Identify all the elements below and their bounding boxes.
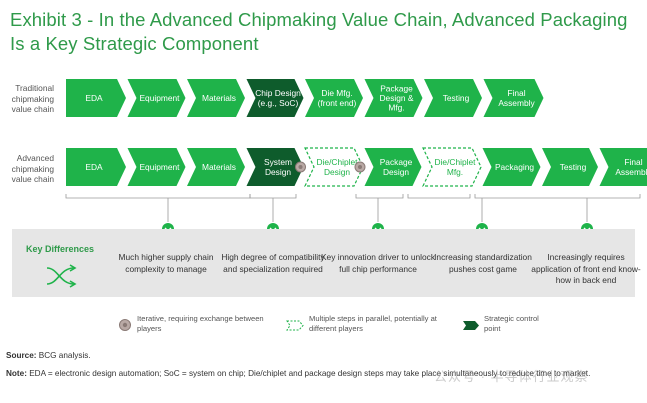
legend-parallel-text: Multiple steps in parallel, potentially … <box>309 314 437 333</box>
dark-chevron-icon <box>463 321 479 330</box>
step-label: Materials <box>202 93 236 103</box>
iteration-circle-center <box>358 165 362 169</box>
step-label: Die Mfg.(front end) <box>318 88 357 108</box>
chevron-step <box>246 148 304 186</box>
step-label: Testing <box>560 162 587 172</box>
step-label: Chip Design(e.g., SoC) <box>255 88 301 108</box>
bracket-line <box>65 194 251 199</box>
chevron-step <box>364 148 422 186</box>
chevron-step <box>305 79 363 117</box>
key-differences-title: Key Differences <box>26 244 95 254</box>
chevron-step <box>422 147 482 187</box>
chevron-step <box>246 79 304 117</box>
bracket-line <box>355 194 404 199</box>
row-label-advanced: Advanced chipmaking value chain <box>11 153 54 184</box>
chevron-step <box>127 79 186 117</box>
difference-1: Much higher supply chain complexity to m… <box>118 252 214 274</box>
chevron-step <box>599 148 647 186</box>
chevron-step <box>304 147 364 187</box>
bracket-line <box>407 194 471 199</box>
legend-control-text: Strategic control point <box>484 314 539 333</box>
chevron-step <box>66 79 126 117</box>
outline-chevron-icon <box>286 320 304 331</box>
bracket-line <box>474 194 641 199</box>
step-label: Materials <box>202 162 236 172</box>
chevron-step <box>127 148 186 186</box>
difference-4: Increasing standardization pushes cost g… <box>434 252 532 274</box>
step-label: Packaging <box>495 162 534 172</box>
difference-5: Increasingly requires application of fro… <box>531 252 641 285</box>
iteration-circle-icon <box>119 319 131 331</box>
watermark: 公众号 · 半导体行业观察 <box>434 369 589 384</box>
step-label: Equipment <box>139 93 180 103</box>
bracket-line <box>249 194 297 199</box>
difference-2: High degree of compatibility and special… <box>221 252 325 274</box>
note-line: Note: EDA = electronic design automation… <box>6 368 606 379</box>
chevron-step <box>542 148 598 186</box>
difference-3: Key innovation driver to unlock full chi… <box>320 252 436 274</box>
iteration-circle-center <box>298 165 303 169</box>
source-line: Source: BCG analysis. <box>6 351 91 360</box>
chevron-step <box>66 148 126 186</box>
chevron-step <box>483 79 544 117</box>
chevron-step <box>187 148 245 186</box>
chevron-step <box>482 148 541 186</box>
crossing-arrows-icon <box>46 264 77 288</box>
note-label: Note: <box>6 369 27 378</box>
chevron-step <box>187 79 245 117</box>
source-label: Source: <box>6 351 37 360</box>
step-label: Equipment <box>139 162 180 172</box>
legend-iteration-text: Iterative, requiring exchange between pl… <box>137 314 264 333</box>
key-differences-panel <box>12 229 635 297</box>
chevron-step <box>364 79 423 117</box>
row-label-traditional: Traditional chipmaking value chain <box>11 83 54 114</box>
note-text: EDA = electronic design automation; SoC … <box>29 369 591 378</box>
source-text: BCG analysis. <box>38 351 91 360</box>
page-title: Exhibit 3 - In the Advanced Chipmaking V… <box>10 9 628 54</box>
step-label: Testing <box>443 93 470 103</box>
step-label: EDA <box>85 162 103 172</box>
chevron-step <box>424 79 482 117</box>
step-label: EDA <box>85 93 103 103</box>
